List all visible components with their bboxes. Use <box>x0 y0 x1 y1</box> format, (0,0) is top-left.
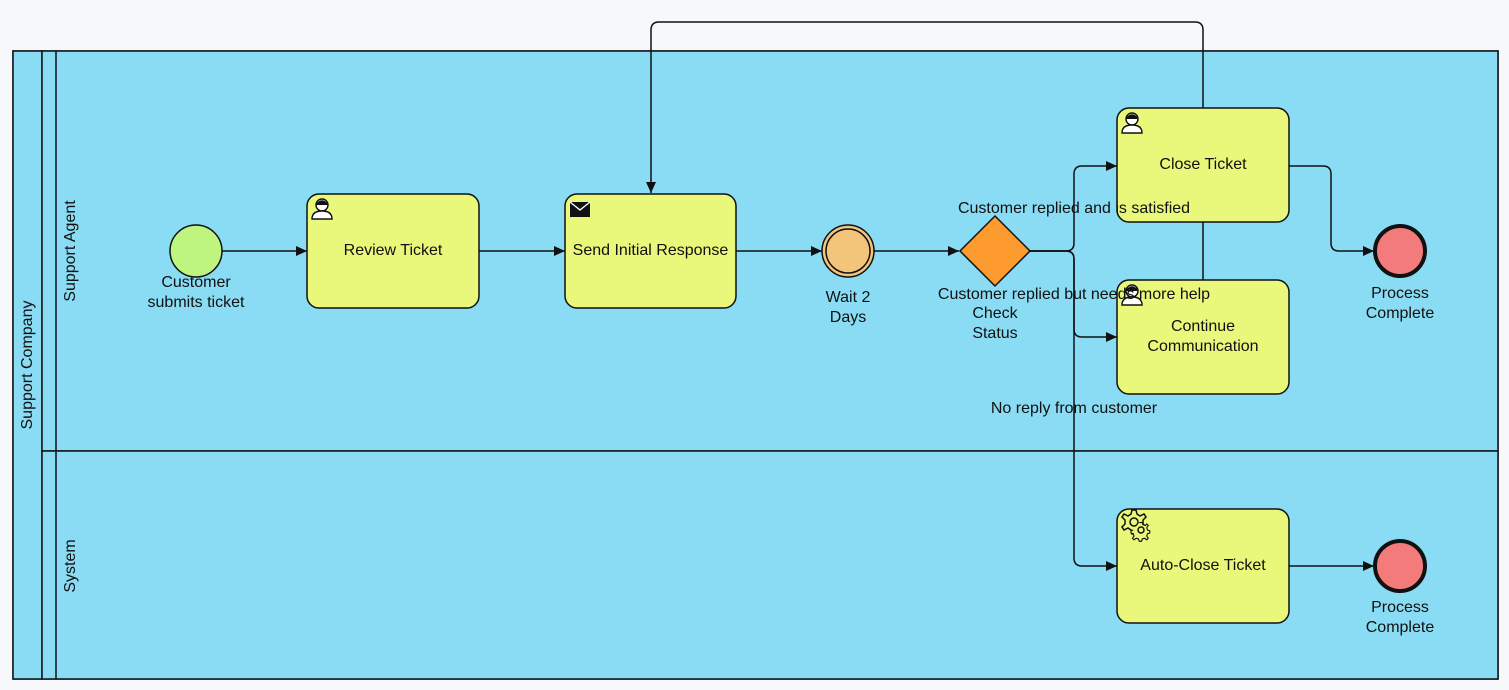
task-label-review-ticket: Review Ticket <box>343 242 443 259</box>
end-event-2-label: Process Complete <box>1365 599 1435 636</box>
end-event-1[interactable] <box>1373 224 1427 278</box>
task-continue-communication[interactable] <box>1116 279 1290 395</box>
task-label-close-ticket: Close Ticket <box>1159 156 1247 173</box>
sequence-flows <box>222 21 1374 571</box>
task-send-initial-response[interactable] <box>564 193 737 309</box>
pool-name: Support Company <box>19 300 36 430</box>
task-label-continue-communication: Continue Communication <box>1147 318 1259 355</box>
gateway-label: Check Status <box>972 305 1018 342</box>
lane-name-support-agent: Support Agent <box>62 200 79 302</box>
start-event-label: Customer submits ticket <box>147 274 245 311</box>
flow-label-satisfied: Customer replied and is satisfied <box>957 200 1191 217</box>
task-label-send-initial-response: Send Initial Response <box>572 242 729 259</box>
gear-icon <box>1121 509 1151 542</box>
task-close-ticket[interactable] <box>1116 107 1290 223</box>
user-icon <box>311 198 333 220</box>
exclusive-gateway[interactable] <box>958 214 1032 288</box>
task-review-ticket[interactable] <box>306 193 480 309</box>
end-event-2[interactable] <box>1373 539 1427 593</box>
start-event[interactable] <box>169 224 223 278</box>
pool-header <box>12 50 43 680</box>
envelope-icon <box>569 201 591 217</box>
flow-label-more-help: Customer replied but needs more help <box>937 286 1211 303</box>
user-icon <box>1121 112 1143 134</box>
flow-continue-send-loop <box>646 21 1204 280</box>
task-auto-close-ticket[interactable] <box>1116 508 1290 624</box>
lane-name-system: System <box>62 539 79 593</box>
flow-gateway-autoclose <box>1030 250 1117 571</box>
flow-gateway-close <box>1030 161 1117 252</box>
timer-event[interactable] <box>821 224 875 278</box>
flow-close-end <box>1289 165 1374 256</box>
user-icon <box>1121 284 1143 306</box>
end-event-1-label: Process Complete <box>1365 285 1435 322</box>
flow-label-no-reply: No reply from customer <box>990 400 1158 417</box>
timer-event-label: Wait 2 Days <box>825 289 871 326</box>
task-label-auto-close-ticket: Auto-Close Ticket <box>1140 557 1266 574</box>
